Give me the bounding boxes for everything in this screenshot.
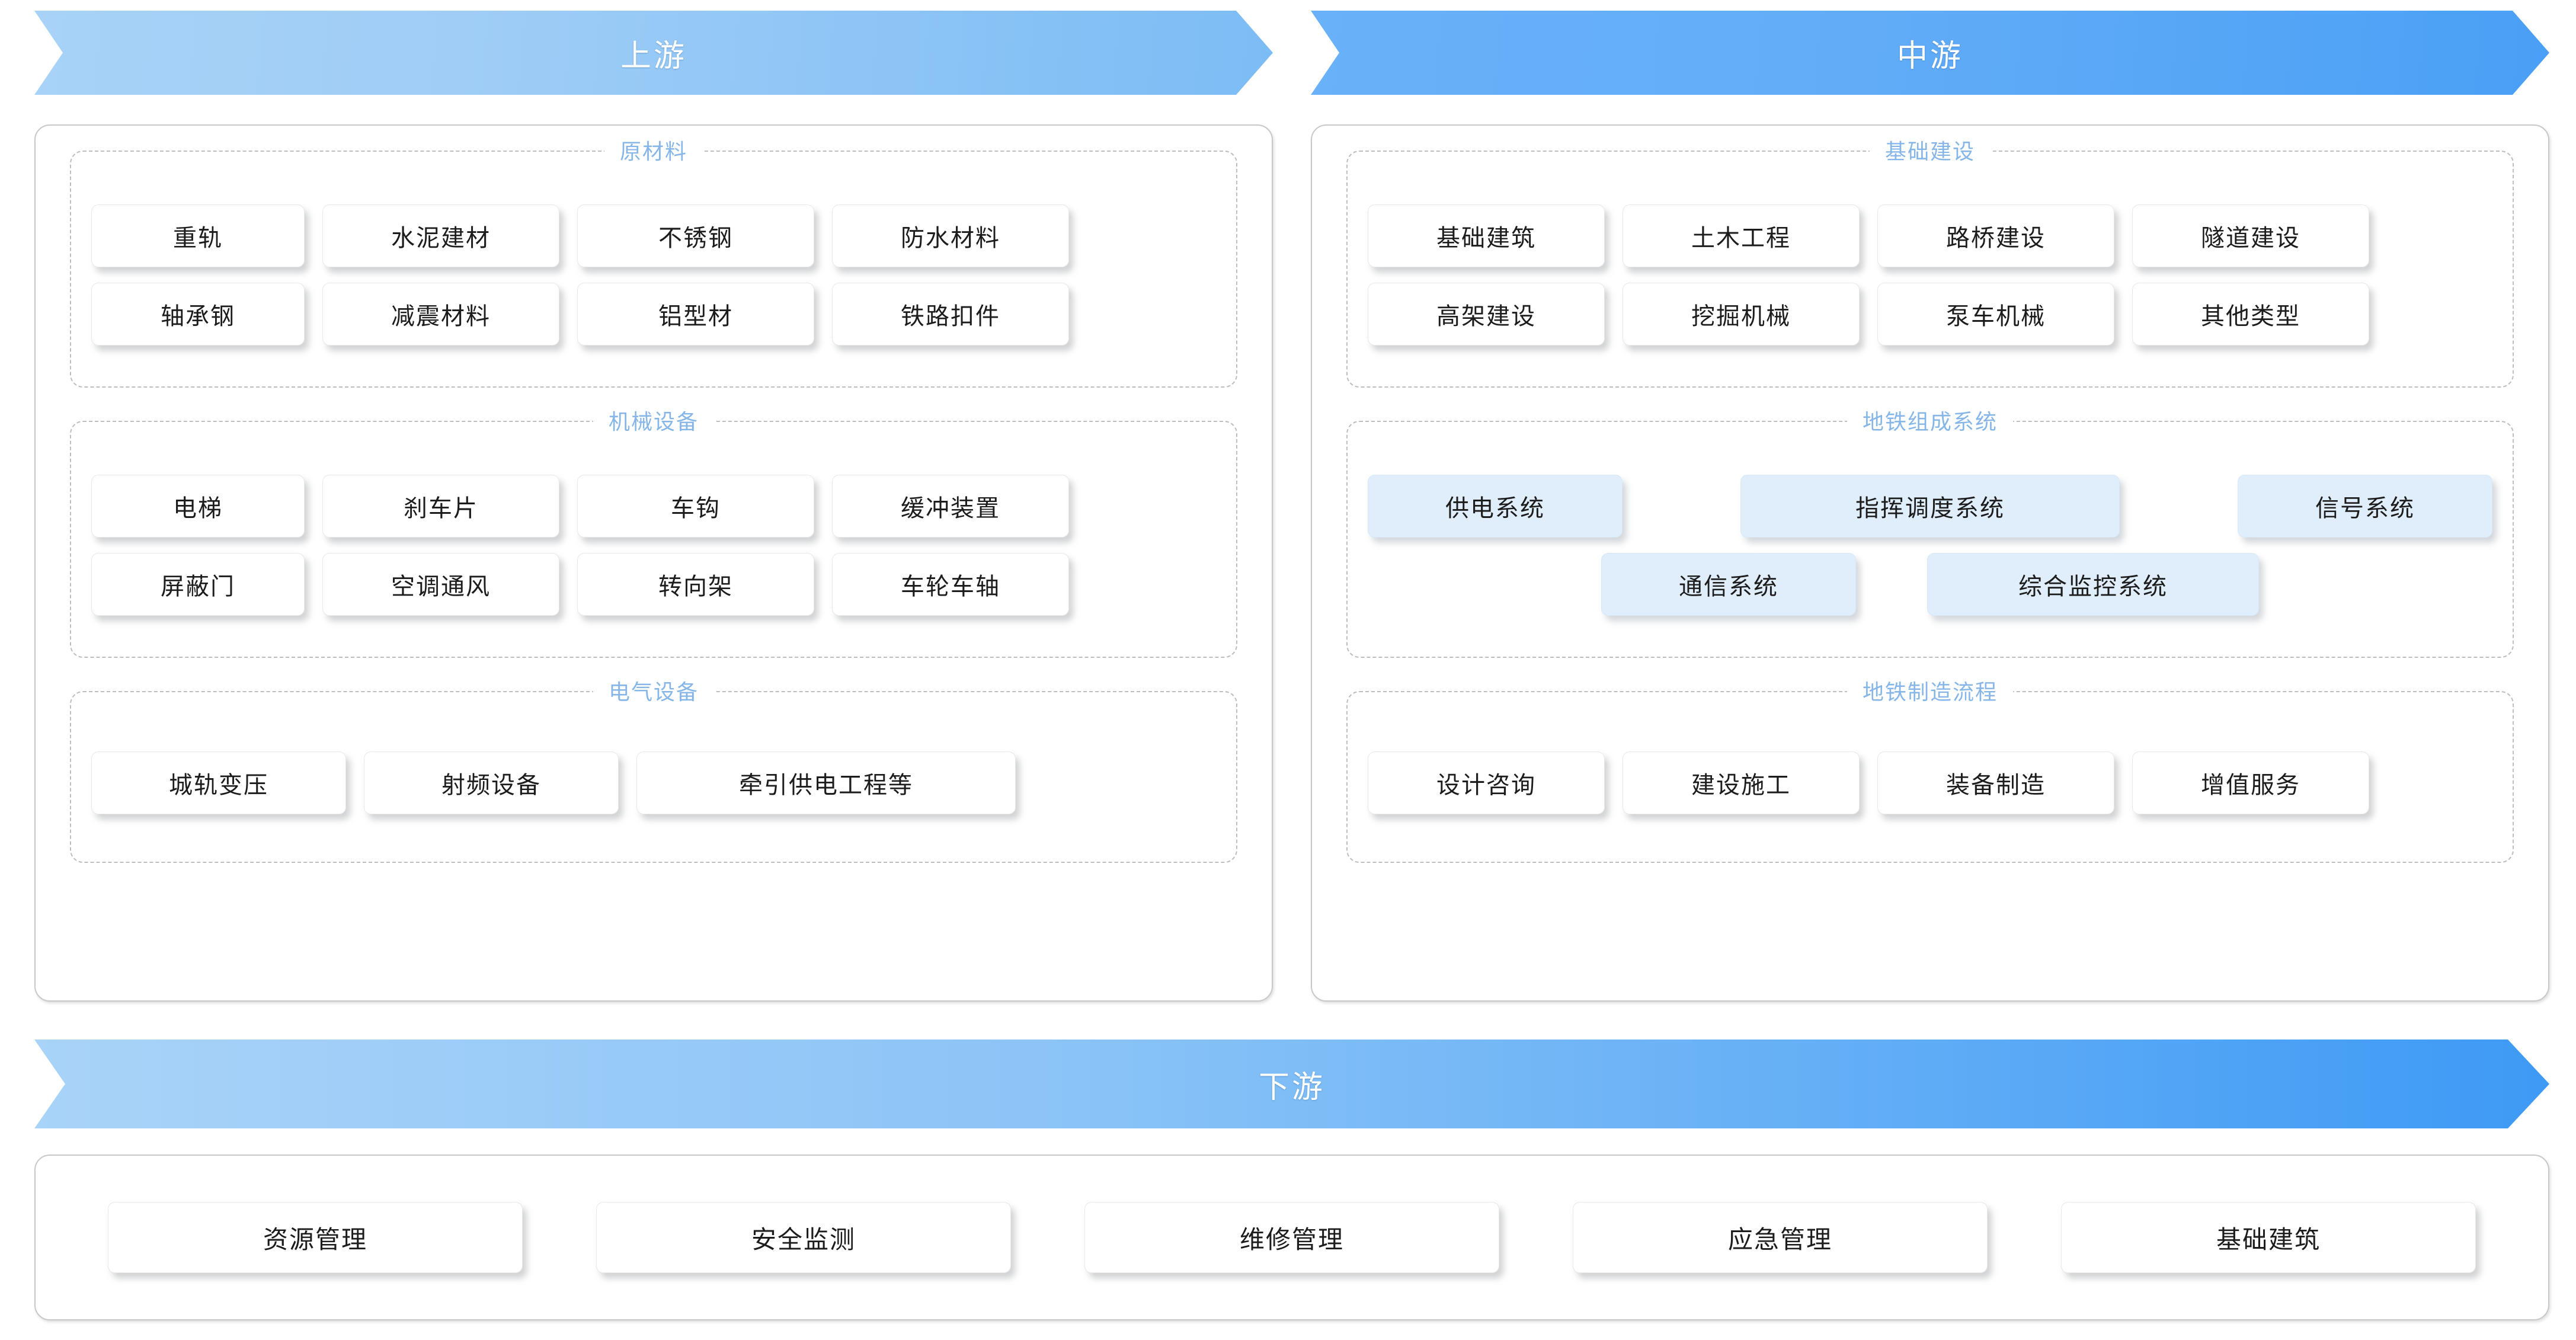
group-infrastructure-construction: 基础建设 基础建筑 土木工程 路桥建设 隧道建设 高架建设 挖掘机械 泵车机械 … — [1346, 135, 2514, 388]
chip-excavation-machinery[interactable]: 挖掘机械 — [1623, 283, 1860, 346]
group-electrical-equipment: 电气设备 城轨变压 射频设备 牵引供电工程等 — [70, 675, 1237, 863]
group-mechanical-equipment-title: 机械设备 — [593, 405, 715, 436]
chip-tunnel-construction[interactable]: 隧道建设 — [2132, 204, 2369, 267]
chip-row: 电梯 刹车片 车钩 缓冲装置 — [91, 475, 1216, 538]
chip-row: 高架建设 挖掘机械 泵车机械 其他类型 — [1368, 283, 2492, 346]
chip-signal-system[interactable]: 信号系统 — [2238, 475, 2492, 538]
chip-traction-power-supply[interactable]: 牵引供电工程等 — [636, 751, 1016, 814]
chip-other-types[interactable]: 其他类型 — [2132, 283, 2369, 346]
chip-stainless-steel[interactable]: 不锈钢 — [577, 204, 814, 267]
chip-row: 重轨 水泥建材 不锈钢 防水材料 — [91, 204, 1216, 267]
chip-equipment-manufacturing[interactable]: 装备制造 — [1877, 751, 2114, 814]
chip-integrated-monitoring-system[interactable]: 综合监控系统 — [1927, 553, 2259, 616]
chip-emergency-management[interactable]: 应急管理 — [1573, 1202, 1988, 1273]
chip-civil-engineering[interactable]: 土木工程 — [1623, 204, 1860, 267]
chip-damping-materials[interactable]: 减震材料 — [322, 283, 559, 346]
panel-upstream: 原材料 重轨 水泥建材 不锈钢 防水材料 轴承钢 减震材料 铝型材 铁路扣件 机… — [34, 124, 1273, 1002]
chip-rf-equipment[interactable]: 射频设备 — [364, 751, 619, 814]
group-electrical-equipment-body: 城轨变压 射频设备 牵引供电工程等 — [71, 692, 1236, 862]
chip-row: 通信系统 综合监控系统 — [1368, 553, 2492, 616]
chip-aluminum-profile[interactable]: 铝型材 — [577, 283, 814, 346]
chip-safety-monitoring[interactable]: 安全监测 — [596, 1202, 1011, 1273]
group-metro-composition-systems-title: 地铁组成系统 — [1847, 405, 2014, 436]
chip-row: 基础建筑 土木工程 路桥建设 隧道建设 — [1368, 204, 2492, 267]
chip-power-supply-system[interactable]: 供电系统 — [1368, 475, 1623, 538]
group-electrical-equipment-title: 电气设备 — [593, 675, 715, 706]
chip-communication-system[interactable]: 通信系统 — [1601, 553, 1856, 616]
group-mechanical-equipment-body: 电梯 刹车片 车钩 缓冲装置 屏蔽门 空调通风 转向架 车轮车轴 — [71, 422, 1236, 657]
panel-downstream: 资源管理 安全监测 维修管理 应急管理 基础建筑 — [34, 1154, 2549, 1320]
chip-resource-management[interactable]: 资源管理 — [108, 1202, 523, 1273]
group-metro-composition-systems-body: 供电系统 指挥调度系统 信号系统 通信系统 综合监控系统 — [1348, 422, 2513, 657]
banner-midstream: 中游 — [1311, 11, 2549, 95]
chip-design-consulting[interactable]: 设计咨询 — [1368, 751, 1605, 814]
group-raw-materials-body: 重轨 水泥建材 不锈钢 防水材料 轴承钢 减震材料 铝型材 铁路扣件 — [71, 152, 1236, 386]
banner-downstream-label: 下游 — [1258, 1070, 1325, 1105]
chip-elevator[interactable]: 电梯 — [91, 475, 305, 538]
chip-row: 设计咨询 建设施工 装备制造 增值服务 — [1368, 751, 2492, 814]
chip-pump-truck-machinery[interactable]: 泵车机械 — [1877, 283, 2114, 346]
chip-hvac-ventilation[interactable]: 空调通风 — [322, 553, 559, 616]
group-mechanical-equipment: 机械设备 电梯 刹车片 车钩 缓冲装置 屏蔽门 空调通风 转向架 车轮车轴 — [70, 405, 1237, 658]
chip-foundation-building[interactable]: 基础建筑 — [1368, 204, 1605, 267]
chip-bogie[interactable]: 转向架 — [577, 553, 814, 616]
chip-row: 轴承钢 减震材料 铝型材 铁路扣件 — [91, 283, 1216, 346]
chip-buffer-device[interactable]: 缓冲装置 — [832, 475, 1069, 538]
chip-heavy-rail[interactable]: 重轨 — [91, 204, 305, 267]
chip-coupler[interactable]: 车钩 — [577, 475, 814, 538]
group-metro-composition-systems: 地铁组成系统 供电系统 指挥调度系统 信号系统 通信系统 综合监控系统 — [1346, 405, 2514, 658]
chip-foundation-building-downstream[interactable]: 基础建筑 — [2061, 1202, 2476, 1273]
panel-midstream: 基础建设 基础建筑 土木工程 路桥建设 隧道建设 高架建设 挖掘机械 泵车机械 … — [1311, 124, 2549, 1002]
banner-upstream-label: 上游 — [620, 39, 687, 73]
chip-row: 屏蔽门 空调通风 转向架 车轮车轴 — [91, 553, 1216, 616]
group-metro-manufacturing-process-body: 设计咨询 建设施工 装备制造 增值服务 — [1348, 692, 2513, 862]
chip-rail-fasteners[interactable]: 铁路扣件 — [832, 283, 1069, 346]
group-metro-manufacturing-process: 地铁制造流程 设计咨询 建设施工 装备制造 增值服务 — [1346, 675, 2514, 863]
group-infrastructure-construction-body: 基础建筑 土木工程 路桥建设 隧道建设 高架建设 挖掘机械 泵车机械 其他类型 — [1348, 152, 2513, 386]
group-raw-materials: 原材料 重轨 水泥建材 不锈钢 防水材料 轴承钢 减震材料 铝型材 铁路扣件 — [70, 135, 1237, 388]
chip-urban-rail-transformer[interactable]: 城轨变压 — [91, 751, 346, 814]
chip-bearing-steel[interactable]: 轴承钢 — [91, 283, 305, 346]
group-raw-materials-title: 原材料 — [604, 135, 703, 165]
chip-road-bridge-construction[interactable]: 路桥建设 — [1877, 204, 2114, 267]
group-metro-manufacturing-process-title: 地铁制造流程 — [1847, 675, 2014, 706]
chip-waterproof-materials[interactable]: 防水材料 — [832, 204, 1069, 267]
chip-row: 城轨变压 射频设备 牵引供电工程等 — [91, 751, 1216, 814]
chip-wheel-axle[interactable]: 车轮车轴 — [832, 553, 1069, 616]
chip-brake-pad[interactable]: 刹车片 — [322, 475, 559, 538]
banner-upstream: 上游 — [34, 11, 1273, 95]
chip-construction-work[interactable]: 建设施工 — [1623, 751, 1860, 814]
chip-command-dispatch-system[interactable]: 指挥调度系统 — [1740, 475, 2120, 538]
chip-maintenance-management[interactable]: 维修管理 — [1084, 1202, 1499, 1273]
group-infrastructure-construction-title: 基础建设 — [1869, 135, 1991, 165]
banner-midstream-label: 中游 — [1896, 39, 1963, 73]
chip-row: 供电系统 指挥调度系统 信号系统 — [1368, 475, 2492, 538]
chip-value-added-services[interactable]: 增值服务 — [2132, 751, 2369, 814]
chip-platform-screen-door[interactable]: 屏蔽门 — [91, 553, 305, 616]
chip-elevated-construction[interactable]: 高架建设 — [1368, 283, 1605, 346]
banner-downstream: 下游 — [34, 1040, 2549, 1128]
chip-cement-materials[interactable]: 水泥建材 — [322, 204, 559, 267]
